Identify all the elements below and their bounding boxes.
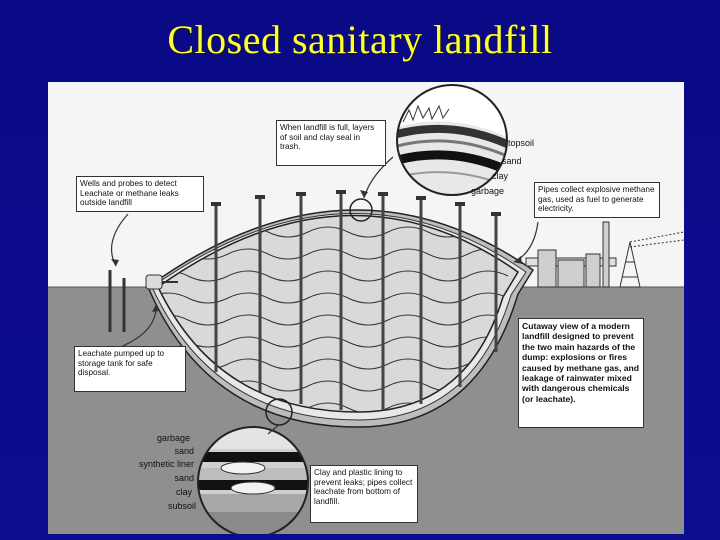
- bottom-label-clay: clay: [175, 487, 192, 497]
- slide-title: Closed sanitary landfill: [167, 17, 553, 62]
- callout-pipes-gas: Pipes collect explosive methane gas, use…: [534, 182, 660, 218]
- bottom-label-garbage: garbage: [156, 433, 190, 443]
- bottom-layer-detail: [197, 426, 309, 534]
- top-label-sand: sand: [502, 156, 522, 166]
- top-label-clay: clay: [492, 171, 509, 181]
- top-layer-detail: [396, 84, 508, 196]
- callout-cutaway: Cutaway view of a modern landfill design…: [518, 318, 644, 428]
- landfill-diagram: When landfill is full, layers of soil an…: [48, 82, 684, 534]
- top-detail-marker: [349, 198, 373, 222]
- bottom-label-sand-2: sand: [174, 473, 194, 483]
- landfill-trash: [157, 214, 520, 413]
- callout-top-seal: When landfill is full, layers of soil an…: [276, 120, 386, 166]
- gas-pipes: [214, 192, 498, 410]
- monitoring-wells: [108, 270, 126, 332]
- pipe-caps: [211, 190, 501, 216]
- power-plant: [537, 221, 684, 288]
- top-label-topsoil: topsoil: [508, 138, 535, 148]
- bottom-label-synthetic-liner: synthetic liner: [138, 459, 194, 469]
- callout-wells: Wells and probes to detect Leachate or m…: [76, 176, 204, 212]
- bottom-label-subsoil: subsoil: [167, 501, 196, 511]
- callout-lining: Clay and plastic lining to prevent leaks…: [310, 465, 418, 523]
- top-label-garbage: garbage: [471, 186, 505, 196]
- leachate-storage-tank: [145, 274, 163, 290]
- bottom-label-sand: sand: [174, 446, 194, 456]
- callout-leachate-pump: Leachate pumped up to storage tank for s…: [74, 346, 186, 392]
